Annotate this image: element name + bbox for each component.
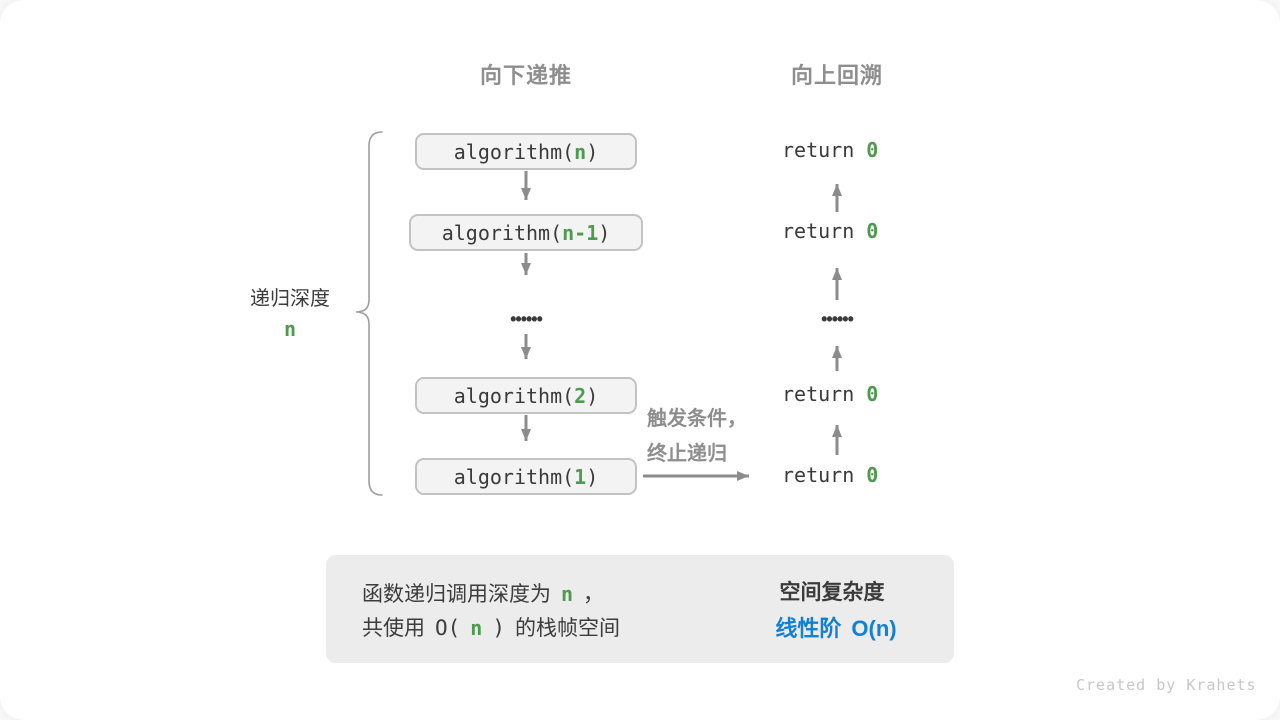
summary-line2-text: 共使用: [362, 617, 425, 640]
call-box-n: algorithm(n): [415, 133, 637, 170]
big-o-close: ): [492, 616, 505, 640]
depth-brace: [355, 131, 383, 496]
return-row-1: return 0: [782, 138, 878, 162]
return-value: 0: [866, 138, 879, 162]
summary-title: 空间复杂度: [779, 581, 885, 604]
summary-line1-post: ，: [583, 583, 605, 606]
code-arg: 1: [574, 464, 587, 489]
code-post: ): [586, 139, 599, 164]
return-keyword: return: [782, 219, 855, 243]
header-recurse-down: 向下递推: [479, 63, 572, 88]
summary-line1-text: 函数递归调用深度为: [362, 583, 551, 606]
code-pre: algorithm(: [453, 464, 575, 489]
watermark: Created by Krahets: [1076, 676, 1257, 694]
ellipsis-left: ••••••: [510, 309, 543, 329]
summary-card: [326, 555, 954, 663]
summary-result: 线性阶 O(n): [736, 611, 936, 643]
depth-label: 递归深度: [250, 288, 330, 310]
summary-line2-post: 的栈帧空间: [515, 617, 620, 640]
base-case-note-line1: 触发条件，: [647, 408, 747, 430]
code-pre: algorithm(: [453, 139, 575, 164]
code-post: ): [586, 464, 599, 489]
code-arg: n: [574, 139, 587, 164]
header-backtrack-up: 向上回溯: [790, 63, 883, 88]
return-keyword: return: [782, 382, 855, 406]
return-keyword: return: [782, 138, 855, 162]
call-box-n-1: algorithm(n-1): [409, 214, 643, 251]
code-post: ): [586, 383, 599, 408]
code-post: ): [598, 220, 611, 245]
code-pre: algorithm(: [441, 220, 563, 245]
call-box-1: algorithm(1): [415, 458, 637, 495]
call-box-2: algorithm(2): [415, 377, 637, 414]
return-row-4: return 0: [782, 463, 878, 487]
summary-result-bigo: O(n): [851, 616, 897, 641]
return-value: 0: [866, 219, 879, 243]
ellipsis-right: ••••••: [821, 309, 854, 329]
depth-value: n: [283, 317, 297, 341]
summary-line2-n: n: [470, 616, 483, 640]
code-pre: algorithm(: [453, 383, 575, 408]
summary-line1-n: n: [561, 582, 574, 606]
base-case-note-line2: 终止递归: [647, 443, 727, 465]
return-value: 0: [866, 463, 879, 487]
big-o-open: O(: [435, 616, 461, 640]
code-arg: n-1: [562, 220, 599, 245]
return-value: 0: [866, 382, 879, 406]
return-keyword: return: [782, 463, 855, 487]
code-arg: 2: [574, 383, 587, 408]
summary-line1: 函数递归调用深度为 n ，: [362, 578, 604, 608]
return-row-2: return 0: [782, 219, 878, 243]
summary-line2: 共使用 O( n) 的栈帧空间: [362, 612, 620, 642]
return-row-3: return 0: [782, 382, 878, 406]
summary-result-label: 线性阶: [775, 616, 842, 641]
